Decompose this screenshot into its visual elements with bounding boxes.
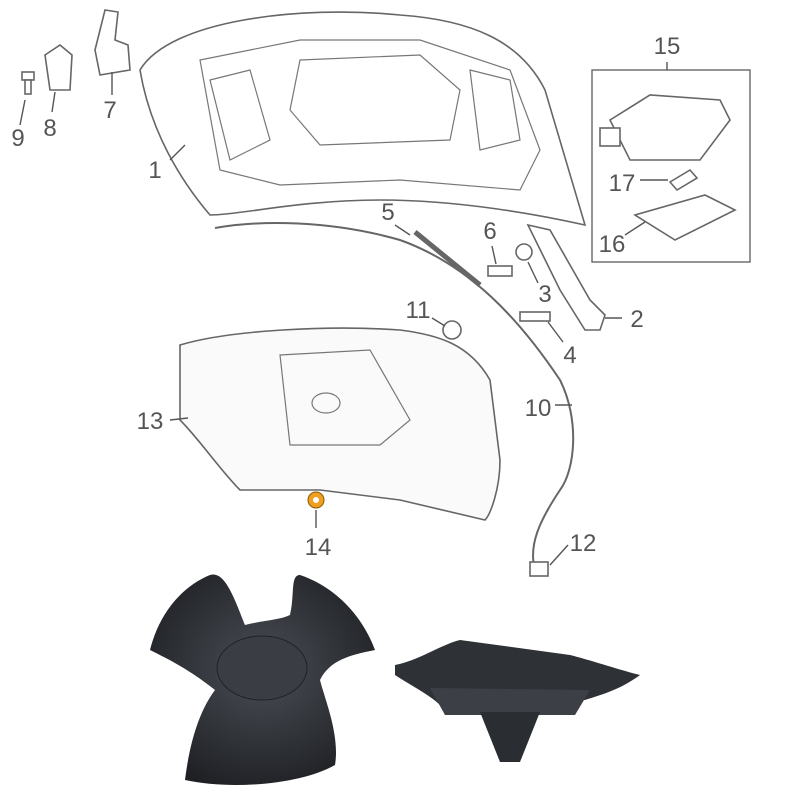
callout-16: 16 (599, 231, 626, 258)
nut (515, 243, 533, 261)
pin-clip (487, 265, 513, 277)
callout-15: 15 (654, 33, 681, 60)
clip-photo-top-view (150, 574, 375, 785)
callout-2: 2 (630, 306, 643, 333)
hinge-bracket (44, 44, 73, 91)
callout-8: 8 (43, 115, 56, 142)
hood-insulator (179, 327, 501, 521)
hood-panel (139, 11, 587, 227)
callout-9: 9 (11, 125, 24, 152)
callout-12: 12 (570, 530, 597, 557)
hood-hinge (94, 9, 131, 76)
leader-lines (19, 62, 668, 566)
latch-bolt (519, 311, 551, 322)
callout-1: 1 (148, 157, 161, 184)
callout-7: 7 (103, 97, 116, 124)
callout-14: 14 (305, 534, 332, 561)
clip-photo-side-view (395, 640, 640, 762)
clip-highlight (307, 491, 325, 509)
callout-4: 4 (563, 342, 576, 369)
callout-10: 10 (525, 395, 552, 422)
module-kit-box (591, 69, 751, 263)
callout-5: 5 (381, 199, 394, 226)
hood-strut (413, 230, 482, 287)
bolt (21, 71, 35, 95)
callout-17: 17 (609, 170, 636, 197)
callout-13: 13 (137, 408, 164, 435)
callout-6: 6 (483, 218, 496, 245)
push-clip (442, 320, 462, 340)
callout-11: 11 (406, 297, 431, 324)
callout-3: 3 (538, 281, 551, 308)
release-cable (214, 222, 575, 577)
latch (526, 223, 606, 331)
